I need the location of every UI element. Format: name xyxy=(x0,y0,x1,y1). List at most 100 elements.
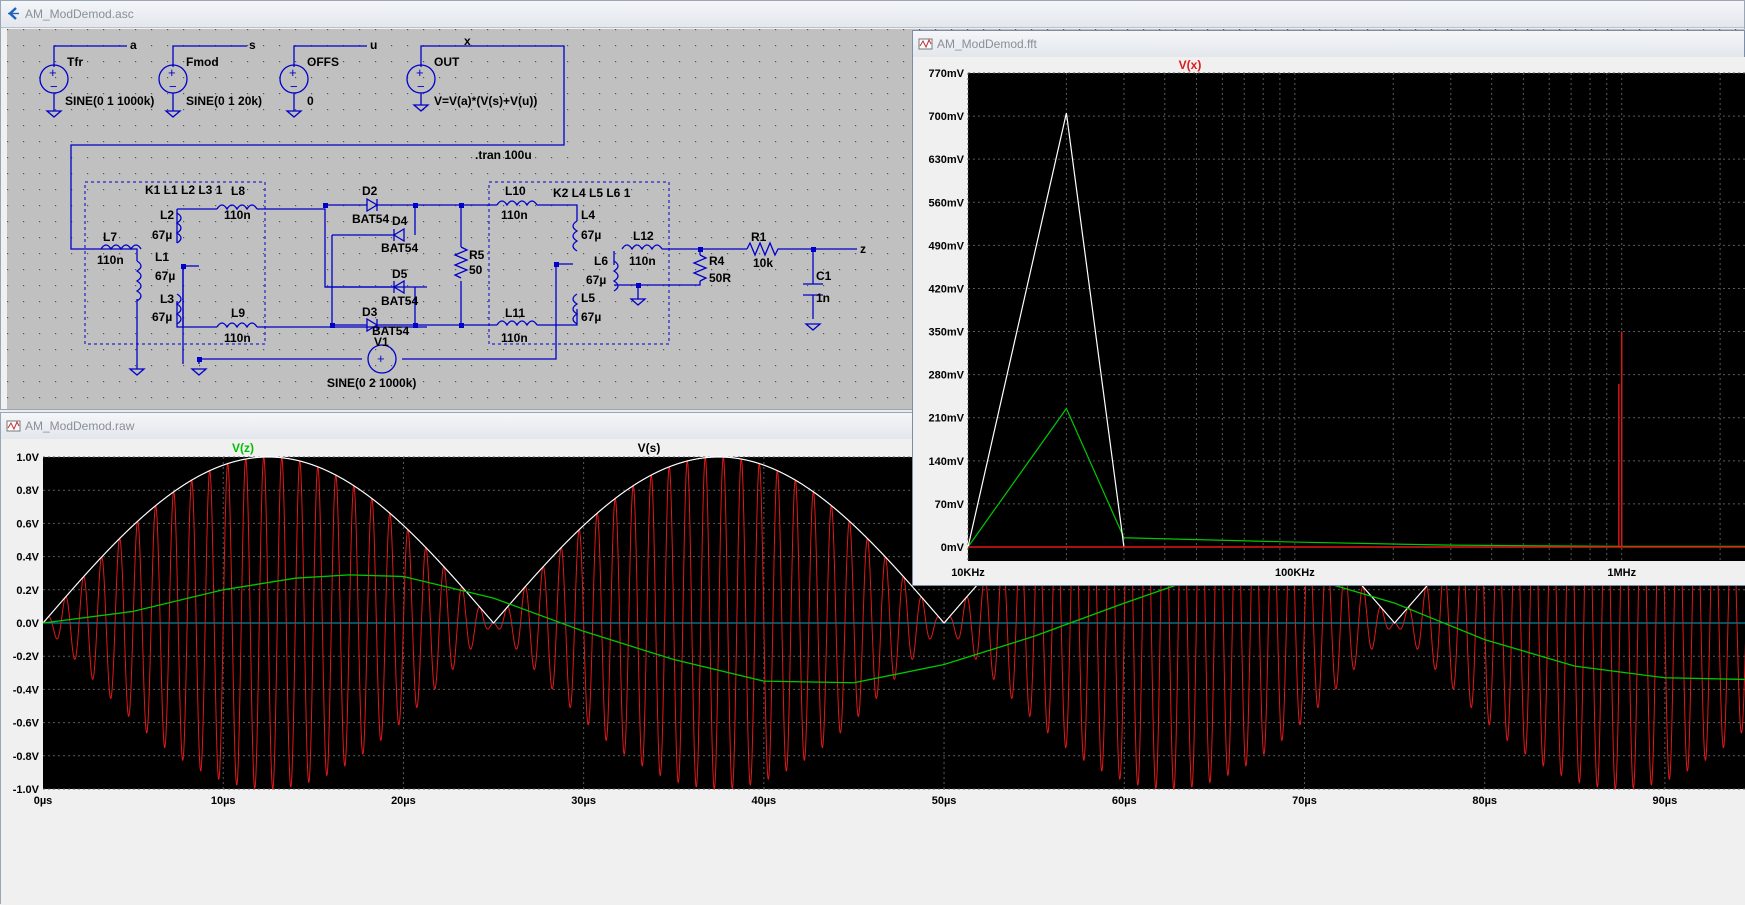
v1-value: SINE(0 2 1000k) xyxy=(327,376,416,390)
waveform-ytick: 0.0V xyxy=(16,618,39,630)
fft-ytick: 210mV xyxy=(929,413,965,425)
k2-directive: K2 L4 L5 L6 1 xyxy=(553,186,631,200)
svg-text:−: − xyxy=(290,79,298,94)
d2-name: D2 xyxy=(362,184,378,198)
svg-text:+: + xyxy=(289,65,297,80)
out-value: V=V(a)*(V(s)+V(u)) xyxy=(434,94,537,108)
legend-vx[interactable]: V(x) xyxy=(1179,58,1202,72)
v1-name: V1 xyxy=(374,335,389,349)
l3-name: L3 xyxy=(160,292,174,306)
l5-value: 67µ xyxy=(581,310,601,324)
waveform-ytick: -0.8V xyxy=(13,751,40,763)
waveform-xtick: 20µs xyxy=(391,795,416,807)
waveform-xtick: 10µs xyxy=(211,795,236,807)
fft-ytick: 560mV xyxy=(929,197,965,209)
waveform-xtick: 40µs xyxy=(751,795,776,807)
transformer-box-left xyxy=(84,181,266,345)
offs-value: 0 xyxy=(307,94,314,108)
svg-text:+: + xyxy=(377,351,385,366)
waveform-ytick: -0.4V xyxy=(13,684,40,696)
fft-plot-area[interactable] xyxy=(968,73,1745,561)
waveform-title: AM_ModDemod.raw xyxy=(25,419,135,433)
net-s: s xyxy=(249,38,256,52)
tfr-name: Tfr xyxy=(67,55,83,69)
net-x: x xyxy=(464,34,471,48)
waveform-ytick: 0.8V xyxy=(16,485,39,497)
fft-ytick: 630mV xyxy=(929,154,965,166)
l2-name: L2 xyxy=(160,208,174,222)
r4-name: R4 xyxy=(709,254,725,268)
tfr-value: SINE(0 1 1000k) xyxy=(65,94,154,108)
fft-ytick: 0mV xyxy=(941,542,965,554)
l1-value: 67µ xyxy=(155,269,175,283)
svg-text:+: + xyxy=(49,65,57,80)
waveform-xtick: 0µs xyxy=(34,795,53,807)
r5-value: 50 xyxy=(469,263,483,277)
waveform-xtick: 70µs xyxy=(1292,795,1317,807)
fft-icon xyxy=(918,38,933,50)
waveform-icon xyxy=(6,420,21,432)
waveform-xtick: 80µs xyxy=(1472,795,1497,807)
fft-ytick: 700mV xyxy=(929,111,965,123)
fft-titlebar[interactable]: AM_ModDemod.fft xyxy=(913,31,1744,58)
l7-value: 110n xyxy=(97,253,124,267)
waveform-ytick: 1.0V xyxy=(16,452,39,464)
l1-name: L1 xyxy=(155,250,169,264)
inductor-symbols xyxy=(100,200,663,329)
passive-symbols xyxy=(453,241,823,296)
schematic-labels: Tfr SINE(0 1 1000k) a Fmod SINE(0 1 20k)… xyxy=(65,34,866,390)
offs-name: OFFS xyxy=(307,55,339,69)
net-a: a xyxy=(130,38,137,52)
diode-symbols xyxy=(359,197,405,333)
legend-vs[interactable]: V(s) xyxy=(638,441,661,455)
schematic-titlebar[interactable]: AM_ModDemod.asc xyxy=(1,1,1744,28)
c1-value: 1n xyxy=(816,291,830,305)
l12-value: 110n xyxy=(629,254,656,268)
l8-name: L8 xyxy=(231,184,245,198)
net-z: z xyxy=(860,242,866,256)
r1-name: R1 xyxy=(751,230,767,244)
fft-ytick: 140mV xyxy=(929,456,965,468)
waveform-ytick: -0.2V xyxy=(13,651,40,663)
fft-ytick: 350mV xyxy=(929,327,965,339)
schematic-icon xyxy=(8,7,19,20)
waveform-ytick: -1.0V xyxy=(13,784,40,796)
waveform-ytick: 0.2V xyxy=(16,585,39,597)
junctions xyxy=(181,203,816,362)
l11-name: L11 xyxy=(505,306,525,320)
legend-vz[interactable]: V(z) xyxy=(232,441,254,455)
l2-value: 67µ xyxy=(152,228,172,242)
fft-ytick: 420mV xyxy=(929,283,965,295)
svg-text:−: − xyxy=(169,79,177,94)
fft-xtick: 1MHz xyxy=(1607,567,1636,579)
d3-value: BAT54 xyxy=(372,324,409,338)
source-symbols xyxy=(39,64,822,376)
d4-name: D4 xyxy=(392,214,408,228)
l3-value: 67µ xyxy=(152,310,172,324)
k1-directive: K1 L1 L2 L3 1 xyxy=(145,183,223,197)
fft-title: AM_ModDemod.fft xyxy=(937,37,1037,51)
fft-white-trace xyxy=(967,112,1125,548)
tran-directive: .tran 100u xyxy=(475,148,532,162)
d3-name: D3 xyxy=(362,305,378,319)
waveform-xtick: 60µs xyxy=(1112,795,1137,807)
c1-name: C1 xyxy=(816,269,832,283)
fft-xtick: 100KHz xyxy=(1275,567,1315,579)
waveform-ytick: -0.6V xyxy=(13,718,40,730)
waveform-xtick: 50µs xyxy=(932,795,957,807)
net-u: u xyxy=(370,38,377,52)
l12-name: L12 xyxy=(633,229,654,243)
r4-value: 50R xyxy=(709,271,731,285)
l8-value: 110n xyxy=(224,208,251,222)
waveform-ytick: 0.4V xyxy=(16,552,39,564)
transformer-box-right xyxy=(488,181,670,345)
svg-text:+: + xyxy=(168,65,176,80)
l4-name: L4 xyxy=(581,208,595,222)
fft-ytick: 770mV xyxy=(929,68,965,80)
svg-text:−: − xyxy=(417,79,425,94)
waveform-xtick: 30µs xyxy=(571,795,596,807)
l9-name: L9 xyxy=(231,306,245,320)
